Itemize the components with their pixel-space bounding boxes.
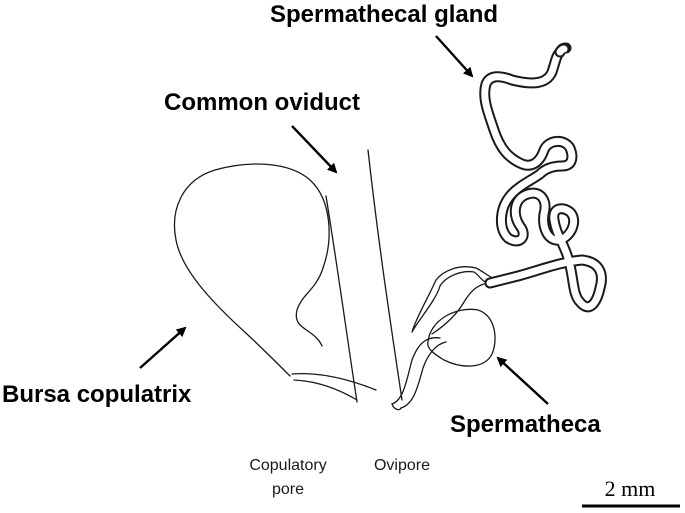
oviduct-left-wall: [325, 195, 358, 403]
label-common-oviduct: Common oviduct: [164, 89, 360, 116]
arrow-common-oviduct: [291, 125, 338, 174]
copulatory-duct-upper: [291, 372, 377, 391]
label-spermathecal-gland: Spermathecal gland: [270, 1, 498, 28]
arrow-spermathecal-gland: [435, 35, 474, 78]
spermatheca-upper-vesicle: [411, 266, 497, 333]
spermathecal-gland-tip-lumen: [556, 45, 568, 56]
spermathecal-duct-left: [391, 337, 441, 405]
arrow-bursa-copulatrix: [139, 326, 187, 369]
bursa-copulatrix-sac: [173, 163, 330, 377]
arrow-spermatheca: [496, 356, 549, 405]
label-spermatheca: Spermatheca: [450, 411, 601, 438]
spermatheca-bulb: [427, 308, 496, 367]
label-copulatory-pore-line2: pore: [272, 481, 304, 498]
spermathecal-duct-right: [400, 341, 447, 409]
spermathecal-gland-lumen: [481, 48, 605, 311]
label-copulatory-pore-line1: Copulatory: [249, 457, 326, 474]
copulatory-duct-lower: [293, 379, 358, 401]
oviduct-right-wall: [367, 149, 403, 401]
scale-bar-label: 2 mm: [605, 476, 656, 501]
label-bursa-copulatrix: Bursa copulatrix: [2, 381, 192, 408]
ovipore-opening: [391, 403, 402, 411]
label-ovipore: Ovipore: [374, 457, 430, 474]
spermatheca-vesicle-inner: [431, 283, 485, 335]
